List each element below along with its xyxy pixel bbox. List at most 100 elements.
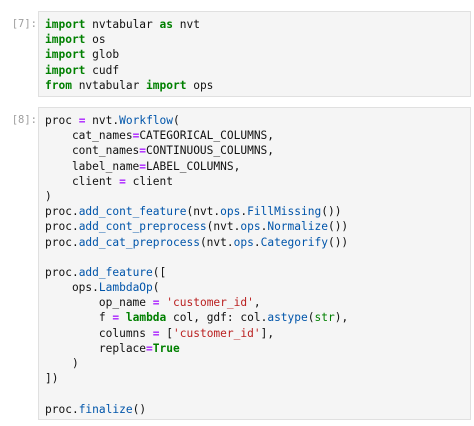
code-token: nvtabular xyxy=(71,78,147,92)
code-token: label_name xyxy=(45,159,140,173)
code-token: f xyxy=(45,311,113,325)
code-token: [ xyxy=(159,326,174,340)
code-token: Workflow xyxy=(119,114,174,127)
code-token: ops xyxy=(220,205,241,219)
code-token: proc. xyxy=(45,220,79,234)
code-token: (nvt. xyxy=(199,235,234,249)
code-line: proc.add_feature([ xyxy=(45,265,464,280)
code-token: ( xyxy=(307,311,315,325)
code-token: ( xyxy=(173,114,180,127)
cell-prompt: [8]: xyxy=(11,114,37,126)
code-token: proc. xyxy=(45,235,79,249)
code-line: proc.add_cont_feature(nvt.ops.FillMissin… xyxy=(45,204,464,219)
code-token: add_feature xyxy=(78,265,153,279)
code-line: proc = nvt.Workflow( xyxy=(45,113,464,128)
code-token: = xyxy=(132,129,140,143)
code-token: cudf xyxy=(85,63,120,77)
code-token: client xyxy=(125,174,173,188)
code-line: label_name=LABEL_COLUMNS, xyxy=(45,159,464,174)
code-token: nvt xyxy=(173,18,200,31)
code-token: import xyxy=(146,78,187,92)
code-line: columns = ['customer_id'], xyxy=(45,326,464,341)
code-token: = xyxy=(152,296,160,310)
code-token: proc. xyxy=(45,402,79,416)
code-token: astype xyxy=(267,311,308,325)
code-token: cat_names xyxy=(45,129,133,143)
code-token: FillMissing xyxy=(247,205,322,219)
code-token: . xyxy=(253,235,261,249)
code-block[interactable]: proc = nvt.Workflow( cat_names=CATEGORIC… xyxy=(39,108,470,422)
code-token: ops xyxy=(186,78,214,92)
code-token: cont_names xyxy=(45,144,140,158)
code-line: ) xyxy=(45,356,464,371)
code-line: proc.add_cont_preprocess(nvt.ops.Normali… xyxy=(45,219,464,234)
code-line: f = lambda col, gdf: col.astype(str), xyxy=(45,310,464,325)
code-token: ops xyxy=(240,220,261,234)
code-token: os xyxy=(85,33,106,47)
code-token: = xyxy=(78,114,86,127)
code-token: ()) xyxy=(327,235,349,249)
code-token: add_cont_feature xyxy=(78,205,187,219)
code-token: ([ xyxy=(152,265,167,279)
code-token: ) xyxy=(45,189,52,203)
code-token: Normalize xyxy=(267,220,328,234)
code-token: ( xyxy=(152,281,160,295)
code-token: CATEGORICAL_COLUMNS, xyxy=(139,129,275,143)
code-token: as xyxy=(159,18,173,31)
code-token: ()) xyxy=(327,220,349,234)
code-token: columns xyxy=(45,326,153,340)
code-token: 'customer_id' xyxy=(166,296,254,310)
code-token: LABEL_COLUMNS, xyxy=(146,159,241,173)
code-token: True xyxy=(152,341,180,355)
code-token: from xyxy=(45,78,72,92)
code-line: client = client xyxy=(45,174,464,189)
code-line: import cudf xyxy=(45,63,464,78)
code-line: op_name = 'customer_id', xyxy=(45,295,464,310)
code-token: nvt. xyxy=(85,114,120,127)
code-cell-8[interactable]: [8]: proc = nvt.Workflow( cat_names=CATE… xyxy=(0,107,474,420)
code-token: import xyxy=(45,33,86,47)
code-token: replace xyxy=(45,341,147,355)
code-token: glob xyxy=(85,48,120,62)
code-line: from nvtabular import ops xyxy=(45,78,464,93)
code-token: Categorify xyxy=(260,235,328,249)
code-token: ), xyxy=(334,311,349,325)
code-token: = xyxy=(139,144,147,158)
code-token: nvtabular xyxy=(85,18,160,31)
code-token: 'customer_id' xyxy=(173,326,261,340)
code-token: proc xyxy=(45,114,79,127)
code-token: proc. xyxy=(45,265,79,279)
code-token: = xyxy=(112,311,120,325)
code-token: col, gdf: col. xyxy=(166,311,268,325)
code-token: = xyxy=(152,326,160,340)
code-token: ], xyxy=(260,326,275,340)
code-line: proc.add_cat_preprocess(nvt.ops.Categori… xyxy=(45,235,464,250)
code-token: ]) xyxy=(45,372,59,386)
code-token: client xyxy=(45,174,120,188)
code-token: (nvt. xyxy=(186,205,221,219)
code-line: import os xyxy=(45,32,464,47)
code-line: ]) xyxy=(45,371,464,386)
code-line: ops.LambdaOp( xyxy=(45,280,464,295)
code-token xyxy=(119,311,126,324)
code-token: = xyxy=(146,341,153,355)
code-token: = xyxy=(119,174,126,188)
code-line: import nvtabular as nvt xyxy=(45,17,464,32)
cell-prompt: [7]: xyxy=(11,18,37,30)
code-token: CONTINUOUS_COLUMNS, xyxy=(146,144,275,158)
code-token: import xyxy=(45,63,86,77)
code-line xyxy=(45,386,464,401)
code-token: import xyxy=(45,18,86,31)
code-editor[interactable]: proc = nvt.Workflow( cat_names=CATEGORIC… xyxy=(38,107,471,420)
code-token: () xyxy=(132,402,147,416)
code-token: LambdaOp xyxy=(98,281,153,295)
code-token: lambda xyxy=(125,311,167,325)
code-token: , xyxy=(253,296,261,310)
code-line xyxy=(45,250,464,265)
code-token: (nvt. xyxy=(206,220,241,234)
code-token: import xyxy=(45,48,86,62)
code-token: op_name xyxy=(45,296,153,310)
